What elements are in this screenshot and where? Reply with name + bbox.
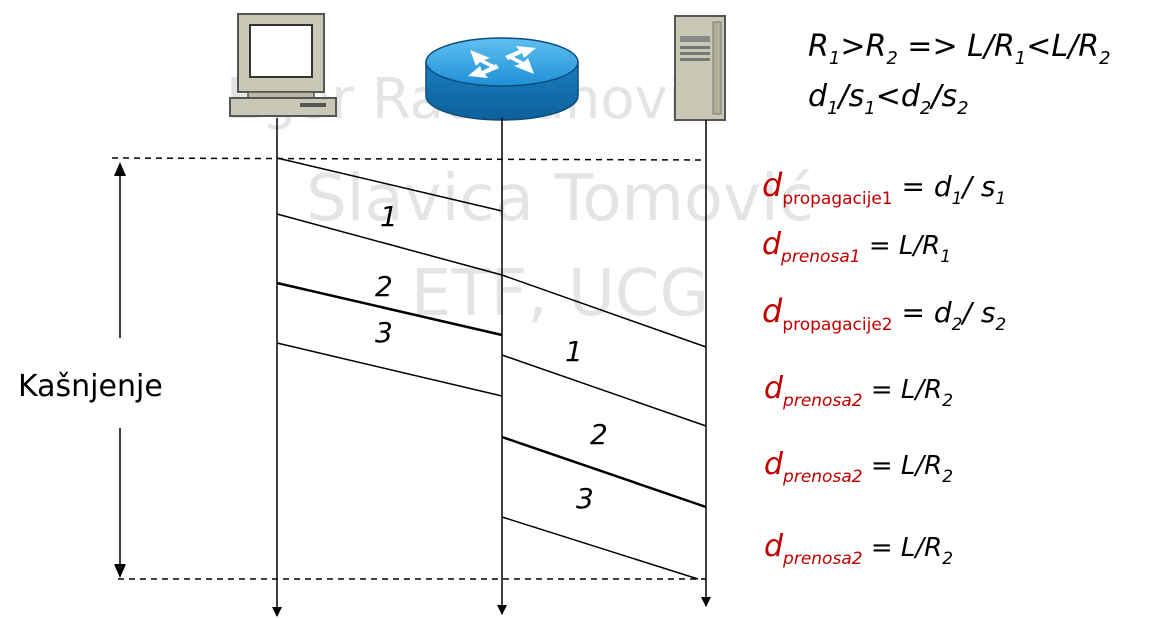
header-formula-1: R1>R2 => L/R1<L/R2: [808, 29, 1111, 69]
server-icon: [674, 15, 726, 121]
router-icon: [425, 37, 579, 121]
legend-transmission-2a: dprenosa2 = L/R2: [764, 371, 953, 411]
packet-label-l1-1: 1: [380, 200, 398, 233]
packet-label-l1-3: 3: [375, 316, 393, 349]
delay-arrow: [114, 162, 126, 578]
link2-packets: [501, 274, 707, 580]
packet-label-l2-3: 3: [576, 482, 594, 515]
header-formula-2: d1/s1<d2/s2: [808, 79, 969, 119]
delay-start-dashed: [111, 157, 707, 161]
packet-label-l2-1: 1: [565, 335, 583, 368]
computer-icon: [229, 13, 337, 117]
delay-label: Kašnjenje: [18, 369, 163, 404]
legend-propagation-1: dpropagacije1 = d1/ s1: [762, 166, 1006, 209]
legend-propagation-2: dpropagacije2 = d2/ s2: [762, 292, 1006, 335]
packet-label-l1-2: 2: [375, 270, 393, 303]
link1-packets: [276, 157, 503, 397]
watermark-line-3: ETF, UCG: [411, 257, 709, 331]
watermark-line-2: Slavica Tomović: [306, 162, 814, 236]
packet-label-l2-2: 2: [590, 418, 608, 451]
legend-transmission-1: dprenosa1 = L/R1: [762, 227, 951, 267]
legend-transmission-2b: dprenosa2 = L/R2: [764, 447, 953, 487]
legend-transmission-2c: dprenosa2 = L/R2: [764, 529, 953, 569]
timelines: [272, 118, 711, 617]
